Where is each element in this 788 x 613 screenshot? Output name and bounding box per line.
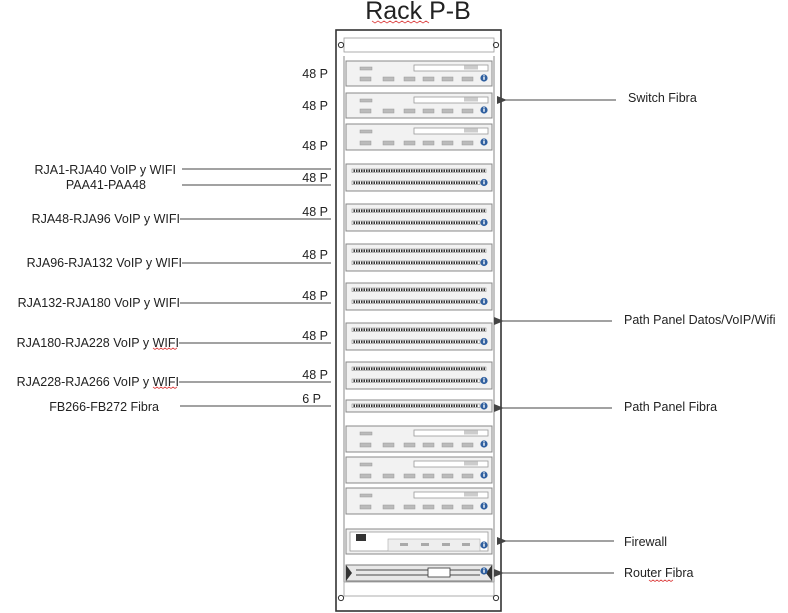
router-device <box>345 564 493 582</box>
port-count: 48 P <box>302 248 328 262</box>
fiber-patch-device <box>345 399 493 413</box>
left-label: RJA1-RJA40 VoIP y WIFI <box>35 163 176 177</box>
rack-screw-icon <box>492 594 500 602</box>
switch-device <box>345 487 493 515</box>
right-label: Path Panel Fibra <box>624 400 717 414</box>
port-count: 48 P <box>302 205 328 219</box>
left-label: RJA132-RJA180 VoIP y WIFI <box>18 296 180 310</box>
rack-title: Rack P-B <box>365 0 471 25</box>
port-count: 48 P <box>302 67 328 81</box>
info-icon <box>480 138 488 146</box>
port-counts: 48 P 48 P 48 P 48 P 48 P 48 P 48 P 48 P … <box>302 67 328 406</box>
patch-panel-device <box>345 203 493 232</box>
port-count: 48 P <box>302 99 328 113</box>
left-label: RJA228-RJA266 VoIP y WIFI <box>17 375 179 389</box>
switch-device <box>345 456 493 484</box>
left-label: RJA96-RJA132 VoIP y WIFI <box>27 256 182 270</box>
info-icon <box>480 74 488 82</box>
left-label: RJA180-RJA228 VoIP y WIFI <box>17 336 179 350</box>
info-icon <box>480 376 488 385</box>
switch-device <box>345 123 493 151</box>
spellcheck-underline <box>152 347 178 350</box>
switch-device <box>345 92 493 119</box>
left-label: FB266-FB272 Fibra <box>49 400 159 414</box>
info-icon <box>480 440 488 448</box>
patch-panel-device <box>345 322 493 351</box>
left-labels: RJA1-RJA40 VoIP y WIFI PAA41-PAA48 RJA48… <box>17 163 331 414</box>
spellcheck-underline <box>648 579 674 582</box>
rack-screw-icon <box>337 594 345 602</box>
patch-panel-device <box>345 163 493 192</box>
info-icon <box>480 178 488 187</box>
port-count: 48 P <box>302 289 328 303</box>
rack-screw-icon <box>492 41 500 49</box>
right-label: Switch Fibra <box>628 91 697 105</box>
switch-device <box>345 425 493 453</box>
port-count: 48 P <box>302 139 328 153</box>
port-count: 48 P <box>302 171 328 185</box>
info-icon <box>480 337 488 346</box>
port-count: 48 P <box>302 329 328 343</box>
firewall-device <box>345 528 493 555</box>
rack-screw-icon <box>337 41 345 49</box>
left-label: RJA48-RJA96 VoIP y WIFI <box>32 212 180 226</box>
info-icon <box>480 218 488 227</box>
right-labels: Switch Fibra Path Panel Datos/VoIP/Wifi … <box>494 91 775 582</box>
right-label: Firewall <box>624 535 667 549</box>
right-label: Path Panel Datos/VoIP/Wifi <box>624 313 775 327</box>
info-icon <box>480 258 488 267</box>
rack-devices <box>345 60 493 582</box>
spellcheck-underline <box>371 20 430 24</box>
patch-panel-device <box>345 361 493 390</box>
info-icon <box>480 502 488 510</box>
patch-panel-device <box>345 243 493 272</box>
info-icon <box>480 106 488 114</box>
info-icon <box>480 567 488 575</box>
spellcheck-underline <box>152 386 178 389</box>
info-icon <box>480 541 488 549</box>
info-icon <box>480 297 488 306</box>
left-label: PAA41-PAA48 <box>66 178 146 192</box>
info-icon <box>480 471 488 479</box>
right-label: Router Fibra <box>624 566 694 580</box>
switch-device <box>345 60 493 87</box>
patch-panel-device <box>345 282 493 311</box>
info-icon <box>480 402 488 410</box>
port-count: 6 P <box>302 392 321 406</box>
port-count: 48 P <box>302 368 328 382</box>
